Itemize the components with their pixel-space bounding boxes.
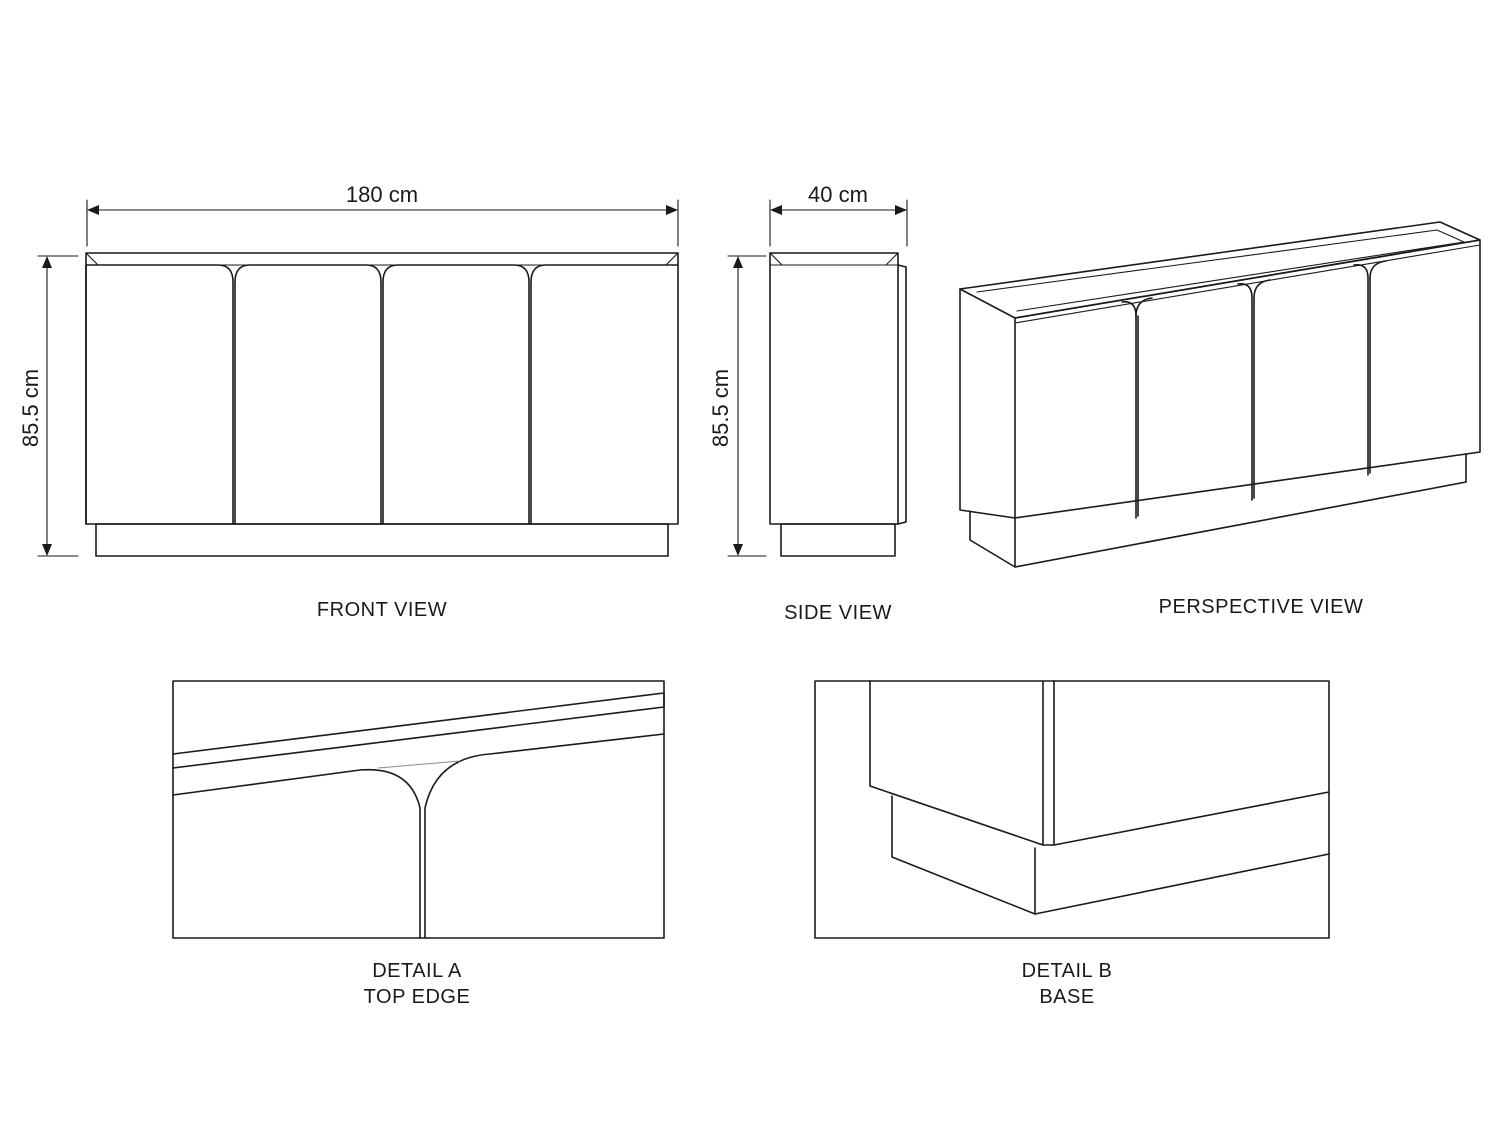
perspective-cabinet — [959, 221, 1481, 568]
side-height-label: 85.5 cm — [708, 369, 733, 447]
side-view: 40 cm 85.5 cm SIDE VIEW — [708, 182, 908, 624]
front-width-dimension — [86, 199, 679, 247]
detail-b-title: DETAIL B — [1022, 960, 1113, 982]
front-height-dimension — [37, 255, 79, 557]
detail-a — [172, 680, 665, 939]
front-width-label: 180 cm — [346, 182, 418, 207]
front-height-label: 85.5 cm — [18, 369, 43, 447]
side-depth-label: 40 cm — [808, 182, 868, 207]
front-view: 180 cm 85.5 cm FRONT VIEW — [18, 182, 679, 621]
side-cabinet — [769, 252, 907, 557]
side-view-caption: SIDE VIEW — [784, 602, 892, 624]
side-depth-dimension — [769, 199, 908, 247]
perspective-view: PERSPECTIVE VIEW — [959, 221, 1481, 618]
front-view-caption: FRONT VIEW — [317, 599, 447, 621]
side-height-dimension — [727, 255, 767, 557]
perspective-view-caption: PERSPECTIVE VIEW — [1159, 596, 1364, 618]
detail-a-title: DETAIL A — [372, 960, 462, 982]
detail-b-subtitle: BASE — [1039, 986, 1094, 1008]
detail-b — [814, 680, 1330, 939]
detail-a-subtitle: TOP EDGE — [364, 986, 471, 1008]
front-cabinet — [85, 252, 679, 557]
